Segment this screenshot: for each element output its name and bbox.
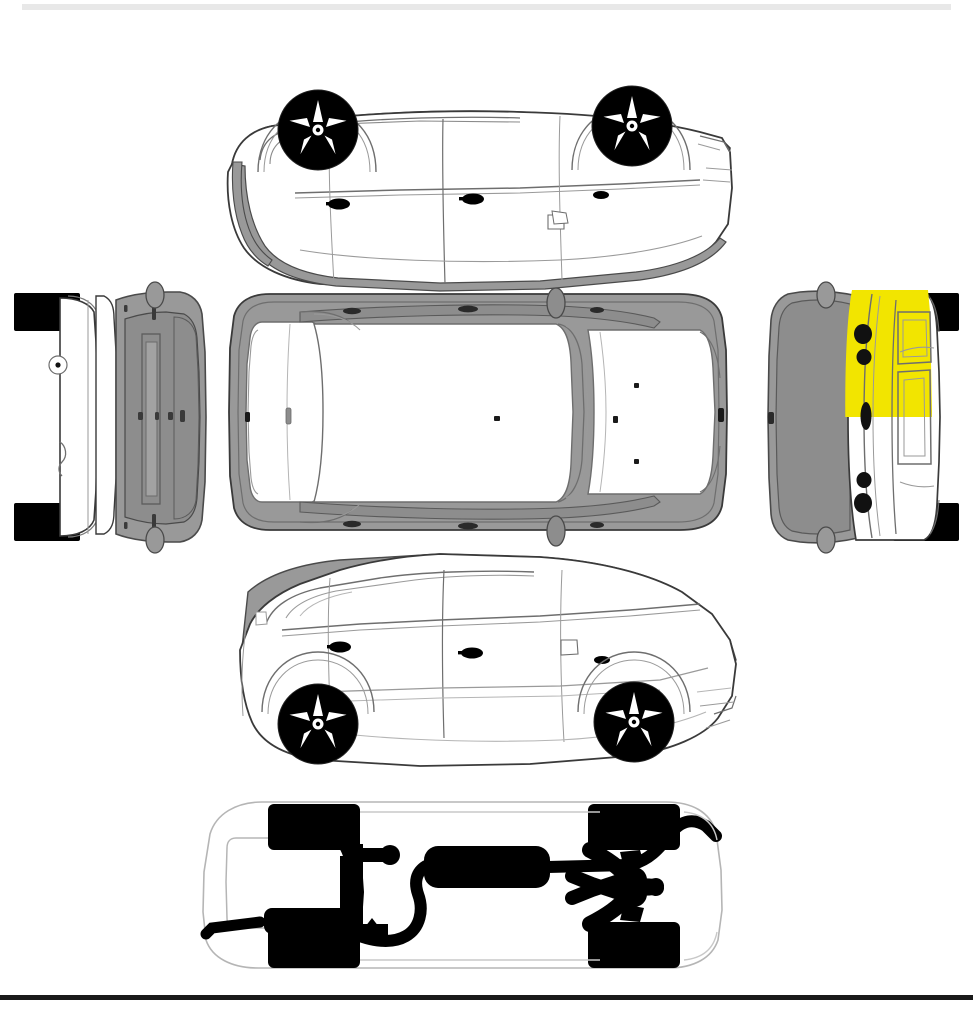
top-divider-rule xyxy=(22,4,951,10)
vehicle-views-svg xyxy=(14,85,959,969)
side-mirror xyxy=(560,639,579,656)
mirror-left xyxy=(816,281,836,309)
view-roof-top xyxy=(228,287,728,547)
view-front xyxy=(14,281,207,554)
view-undercarriage xyxy=(200,801,723,969)
mirror-right xyxy=(546,515,566,547)
exhaust-resonator-front xyxy=(264,908,350,934)
view-side xyxy=(239,553,737,767)
wheel-rear-side xyxy=(593,681,675,763)
bottom-divider-rule xyxy=(0,995,973,1000)
tail-lamp-upper-left-2 xyxy=(856,349,872,365)
tail-lamp-lower-right-2 xyxy=(856,472,872,488)
wheel-front-side xyxy=(277,683,359,765)
door-handle-marker xyxy=(593,191,609,199)
tail-lamp-upper-left xyxy=(854,324,872,344)
mirror-right xyxy=(145,526,165,554)
mirror-right xyxy=(816,526,836,554)
tire-fl xyxy=(268,804,360,850)
view-rear xyxy=(767,281,959,554)
wheel-front xyxy=(277,89,359,171)
tail-lamp-lower-right xyxy=(854,493,872,513)
door-handle-marker xyxy=(326,198,350,210)
tire-fr xyxy=(588,804,680,850)
centre-marker xyxy=(860,402,872,430)
door-handle-marker xyxy=(327,641,351,653)
view-side-mirrored xyxy=(226,85,733,292)
exhaust-muffler-rear xyxy=(424,846,550,888)
mirror-left xyxy=(145,281,165,309)
wheel-rear xyxy=(591,85,673,167)
tire-rr xyxy=(588,922,680,968)
door-handle-marker xyxy=(459,193,484,205)
door-handle-marker xyxy=(594,656,610,664)
door-handle-marker xyxy=(458,647,483,659)
mirror-left xyxy=(546,287,566,319)
diagram-canvas xyxy=(0,12,973,994)
